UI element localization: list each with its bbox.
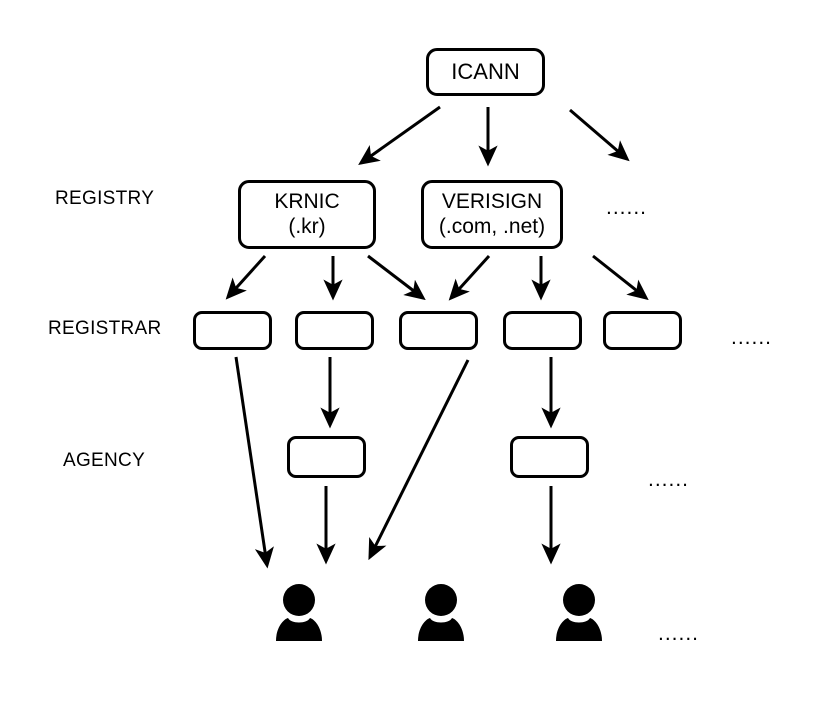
node-registrar-1[interactable] bbox=[193, 311, 272, 350]
row-label-agency: AGENCY bbox=[63, 450, 146, 471]
node-registrar-5[interactable] bbox=[603, 311, 682, 350]
node-registrar-3[interactable] bbox=[399, 311, 478, 350]
edge-verisign-to-registrar-3 bbox=[448, 254, 491, 301]
node-icann[interactable]: ICANN bbox=[426, 48, 545, 96]
node-verisign[interactable]: VERISIGN (.com, .net) bbox=[421, 180, 563, 249]
row-label-registry: REGISTRY bbox=[55, 188, 155, 209]
edge-registrar-1-to-user-1 bbox=[234, 356, 274, 569]
node-krnic[interactable]: KRNIC (.kr) bbox=[238, 180, 376, 249]
edge-krnic-to-registrar-3 bbox=[367, 254, 426, 301]
row-label-registrar: REGISTRAR bbox=[48, 318, 162, 339]
node-krnic-tld: (.kr) bbox=[288, 214, 326, 238]
registry-ellipsis: ...... bbox=[606, 196, 648, 219]
node-registrar-4[interactable] bbox=[503, 311, 582, 350]
person-icon bbox=[556, 584, 602, 641]
registrar-ellipsis: ...... bbox=[731, 326, 773, 349]
edge-icann-to-krnic bbox=[358, 105, 441, 166]
node-verisign-name: VERISIGN bbox=[441, 190, 543, 214]
person-icon bbox=[276, 584, 322, 641]
edge-verisign-to-registrar-5 bbox=[592, 254, 649, 301]
node-registrar-2[interactable] bbox=[295, 311, 374, 350]
edge-registrar-3-to-user-3 bbox=[368, 359, 470, 561]
agency-ellipsis: ...... bbox=[648, 468, 690, 491]
node-verisign-tld: (.com, .net) bbox=[438, 214, 546, 238]
node-krnic-name: KRNIC bbox=[274, 190, 340, 214]
user-ellipsis: ...... bbox=[658, 622, 700, 645]
node-agency-1[interactable] bbox=[287, 436, 366, 478]
node-icann-label: ICANN bbox=[451, 59, 520, 85]
person-icon bbox=[418, 584, 464, 641]
node-agency-2[interactable] bbox=[510, 436, 589, 478]
edge-krnic-to-registrar-1 bbox=[225, 254, 267, 300]
edge-icann-to-more bbox=[569, 108, 630, 162]
